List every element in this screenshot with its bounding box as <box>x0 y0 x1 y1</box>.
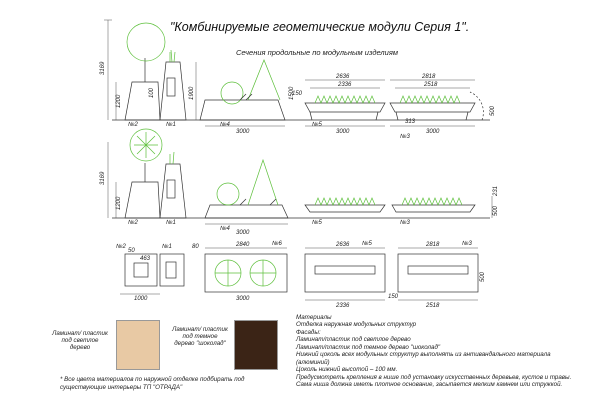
dim-1000-plan: 1000 <box>134 296 148 302</box>
drawing-subtitle: Сечения продольные по модульным изделиям <box>236 48 398 57</box>
dim-2636-plan: 2636 <box>335 242 350 248</box>
tree-crown-n2 <box>126 22 166 62</box>
label-n5-row2: №5 <box>312 219 322 226</box>
materials-line5: Предусмотреть крепления в нише под устан… <box>296 373 572 381</box>
module-n5-elevation <box>304 204 386 213</box>
dim-1200: 1200 <box>116 94 122 108</box>
dim-500: 500 <box>490 105 496 116</box>
dim-1900: 1900 <box>189 86 195 100</box>
module-n2-elevation <box>124 181 161 219</box>
dim-50: 50 <box>128 248 135 254</box>
materials-block: Материалы Отделка наружная модульных стр… <box>296 314 596 388</box>
bush-n4 <box>220 81 244 105</box>
plan-n1 <box>159 253 185 287</box>
grass-n3 <box>399 95 461 104</box>
swatch-light-label: Ламинат/ пластик под светлое дерево <box>52 330 108 352</box>
label-n1-row3: №1 <box>162 243 172 250</box>
dim-3000-b: 3000 <box>336 129 350 135</box>
materials-facades: Фасады: <box>296 328 321 336</box>
dim-2818: 2818 <box>421 74 436 80</box>
label-n3-row1: №3 <box>400 133 410 140</box>
label-n2-row1: №2 <box>128 121 138 128</box>
dim-2336: 2336 <box>337 82 352 88</box>
module-n4-section <box>199 99 286 121</box>
dim-80: 80 <box>192 244 199 250</box>
label-n1-row1: №1 <box>166 121 176 128</box>
grass-n5 <box>314 95 376 104</box>
dim-2518-plan: 2518 <box>425 303 440 309</box>
label-n2-row2: №2 <box>128 219 138 226</box>
dim-3169-row2: 3169 <box>100 171 106 185</box>
dim-500-row2: 500 <box>493 205 499 216</box>
plan-n4 <box>204 253 288 293</box>
module-n4-elevation <box>204 204 289 219</box>
tree-crown-n2-elev <box>129 128 163 162</box>
dim-500-plan: 500 <box>480 271 486 282</box>
label-n1-row2: №1 <box>166 219 176 226</box>
radius-arc <box>469 91 484 121</box>
label-n3-row2: №3 <box>400 219 410 226</box>
dim-3000-c: 3000 <box>426 129 440 135</box>
materials-line2: Ламинат/пластик под темное дерево "шокол… <box>296 343 441 351</box>
plan-n5 <box>304 253 386 293</box>
dim-3169: 3169 <box>100 61 106 75</box>
label-n4-row2: №4 <box>220 225 230 232</box>
label-n2-row3: №2 <box>116 243 126 250</box>
footnote: * Все цвета материалов по наружной отдел… <box>60 376 245 391</box>
dim-2818-plan: 2818 <box>425 242 440 248</box>
dim-2636: 2636 <box>335 74 350 80</box>
dim-2840: 2840 <box>235 242 250 248</box>
plan-n3 <box>397 253 479 293</box>
dim-150: 150 <box>292 91 303 97</box>
label-n6-row3: №6 <box>272 240 282 247</box>
label-n4-row1: №4 <box>220 121 230 128</box>
label-n5-row1: №5 <box>312 121 322 128</box>
module-n3-elevation <box>391 204 476 213</box>
materials-line4: Цоколь нижний высотой – 100 мм. <box>296 366 398 374</box>
module-n1-elevation <box>159 163 187 219</box>
cone-tree-n4 <box>247 59 281 101</box>
label-n5-row3: №5 <box>362 240 372 247</box>
label-n3-row3: №3 <box>462 240 472 247</box>
dim-2518: 2518 <box>423 82 438 88</box>
dim-463: 463 <box>140 256 151 262</box>
materials-line6: Сама ниша должна иметь плотное основание… <box>296 380 563 388</box>
swatch-dark-label: Ламинат/ пластик под темное дерево "шоко… <box>172 326 228 348</box>
module-n3-section <box>389 102 476 113</box>
swatch-light-wood <box>116 320 160 370</box>
dim-3000-a: 3000 <box>236 129 250 135</box>
swatch-dark-wood <box>234 320 278 370</box>
dim-3000-row2: 3000 <box>236 230 250 236</box>
dim-2336-plan: 2336 <box>335 303 350 309</box>
module-n5-section <box>304 102 386 113</box>
module-n2-section <box>124 81 161 121</box>
dim-1500: 1500 <box>289 86 295 100</box>
dim-231: 231 <box>493 186 499 197</box>
drawing-title: "Комбинируемые геометические модули Сери… <box>170 20 470 34</box>
materials-heading: Материалы <box>296 314 332 321</box>
plan-n2 <box>124 253 158 287</box>
materials-line1: Ламинат/пластик под светлое дерево <box>296 336 411 344</box>
dim-1200-row2: 1200 <box>116 196 122 210</box>
materials-facade-heading: Отделка наружная модульных структур <box>296 321 417 329</box>
module-n1-section <box>159 61 187 121</box>
materials-line3: Нижний цоколь всех модульных структур вы… <box>296 351 551 359</box>
dim-313: 313 <box>405 119 416 125</box>
dim-150-plan: 150 <box>388 294 399 300</box>
dim-100: 100 <box>149 87 155 98</box>
materials-line3b: (алюминий) <box>296 358 330 366</box>
dim-3000-plan: 3000 <box>236 296 250 302</box>
